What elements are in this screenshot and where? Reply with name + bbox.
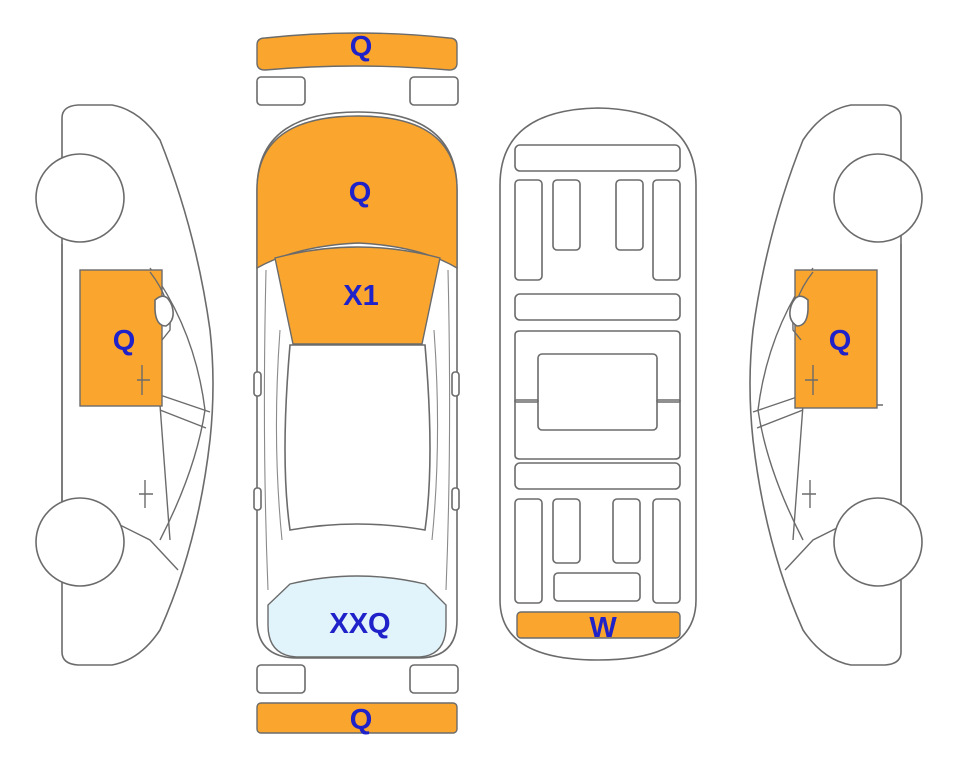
label-front-bumper: Q	[350, 31, 373, 63]
label-right-front-door: Q	[829, 325, 852, 357]
underbody-view: W	[499, 107, 697, 661]
top-view: Q Q X1 XXQ Q	[253, 31, 460, 736]
right-side-view	[749, 104, 923, 666]
top-left-mirror	[253, 371, 262, 397]
right-mirror-line-2	[756, 409, 804, 429]
top-right-mirror	[451, 371, 460, 397]
rear-window-panel	[267, 575, 447, 658]
right-rear-wheel	[833, 497, 923, 587]
top-left-rear-handle	[253, 487, 262, 511]
left-front-handle	[137, 365, 150, 395]
top-right-rear-handle	[451, 487, 460, 511]
underbody-rear-right-block	[612, 498, 641, 564]
underbody-front-right-block	[615, 179, 644, 251]
underbody-rear-crossmember	[514, 462, 681, 490]
right-front-handle	[805, 365, 818, 395]
underbody-rear-panel	[516, 611, 681, 639]
right-mirror	[789, 295, 809, 327]
right-front-wheel	[833, 153, 923, 243]
underbody-rear-left-block	[552, 498, 581, 564]
front-right-headlight	[409, 76, 459, 106]
right-front-door-panel	[794, 269, 878, 409]
label-windshield: X1	[343, 280, 378, 312]
right-rear-handle	[802, 480, 816, 508]
underbody-center-pan	[537, 353, 658, 431]
roof-panel	[284, 344, 431, 531]
underbody-spare-well	[553, 572, 641, 602]
left-front-wheel	[35, 153, 125, 243]
top-right-pillar-line	[431, 329, 439, 541]
left-mirror-line	[159, 394, 211, 413]
underbody-front-left-block	[552, 179, 581, 251]
label-underbody-rear: W	[589, 612, 617, 644]
underbody-rear-left-rail	[514, 498, 543, 604]
top-right-side-line	[445, 269, 451, 591]
underbody-front-right-rail	[652, 179, 681, 281]
hood-panel	[256, 115, 458, 270]
underbody-front-crossmember	[514, 144, 681, 172]
label-rear-window: XXQ	[329, 608, 390, 640]
left-rear-handle	[139, 480, 153, 508]
rear-bumper-panel	[256, 702, 458, 734]
top-left-side-line	[263, 269, 269, 591]
underbody-center-right-notch	[656, 399, 681, 403]
left-side-view: Q	[35, 104, 214, 666]
rear-right-taillight	[409, 664, 459, 694]
label-left-front-door: Q	[113, 325, 136, 357]
left-mirror	[154, 295, 174, 327]
underbody-rear-right-rail	[652, 498, 681, 604]
top-left-pillar-line	[275, 329, 283, 541]
underbody-center-left-notch	[514, 399, 539, 403]
front-bumper-panel	[256, 32, 458, 71]
left-rear-wheel	[35, 497, 125, 587]
front-left-headlight	[256, 76, 306, 106]
windshield-panel	[274, 246, 441, 345]
label-rear-bumper: Q	[350, 704, 373, 736]
underbody-mid-crossmember	[514, 293, 681, 321]
rear-left-taillight	[256, 664, 306, 694]
left-mirror-line-2	[159, 409, 207, 429]
label-hood: Q	[349, 177, 372, 209]
underbody-front-left-rail	[514, 179, 543, 281]
left-front-door-panel	[79, 269, 163, 407]
